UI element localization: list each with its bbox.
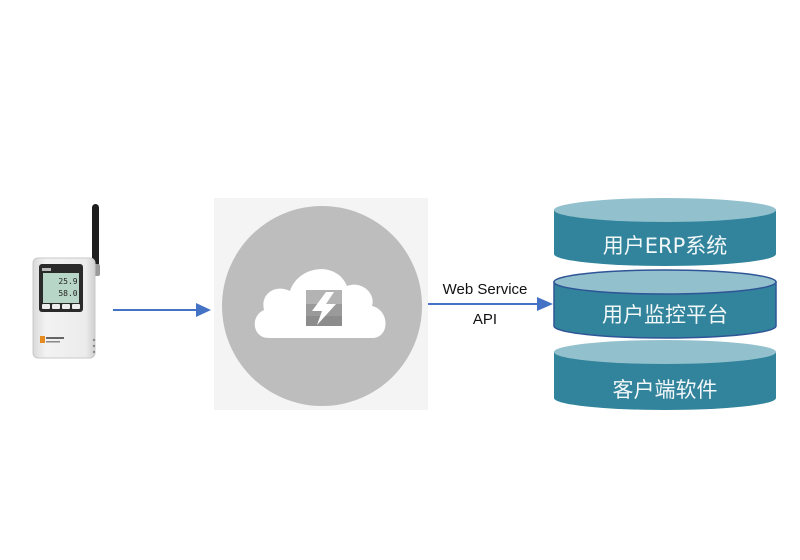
cylinder-erp [554,198,776,266]
data-logger-icon: 25.9 58.0 [32,204,100,359]
cylinder-monitoring [553,269,777,339]
device-reading-2: 58.0 [58,289,77,298]
connection-label-api: API [472,311,498,328]
cylinder-label-client: 客户端软件 [612,378,718,402]
cylinder-client [554,340,776,410]
cylinder-label-erp: 用户ERP系统 [602,234,728,258]
data-logger-device: 25.9 58.0 [24,200,104,362]
device-reading-1: 25.9 [58,277,77,286]
cloud-platform-panel [214,198,428,410]
connection-label-web-service: Web Service [442,281,528,298]
arrow-cloud-to-stack [428,297,553,311]
lightning-icon [306,290,342,326]
cylinder-label-monitoring: 用户监控平台 [602,303,728,327]
application-stack: 用户ERP系统 用户监控平台 客户端软件 [548,196,782,410]
arrow-device-to-cloud [113,303,211,317]
